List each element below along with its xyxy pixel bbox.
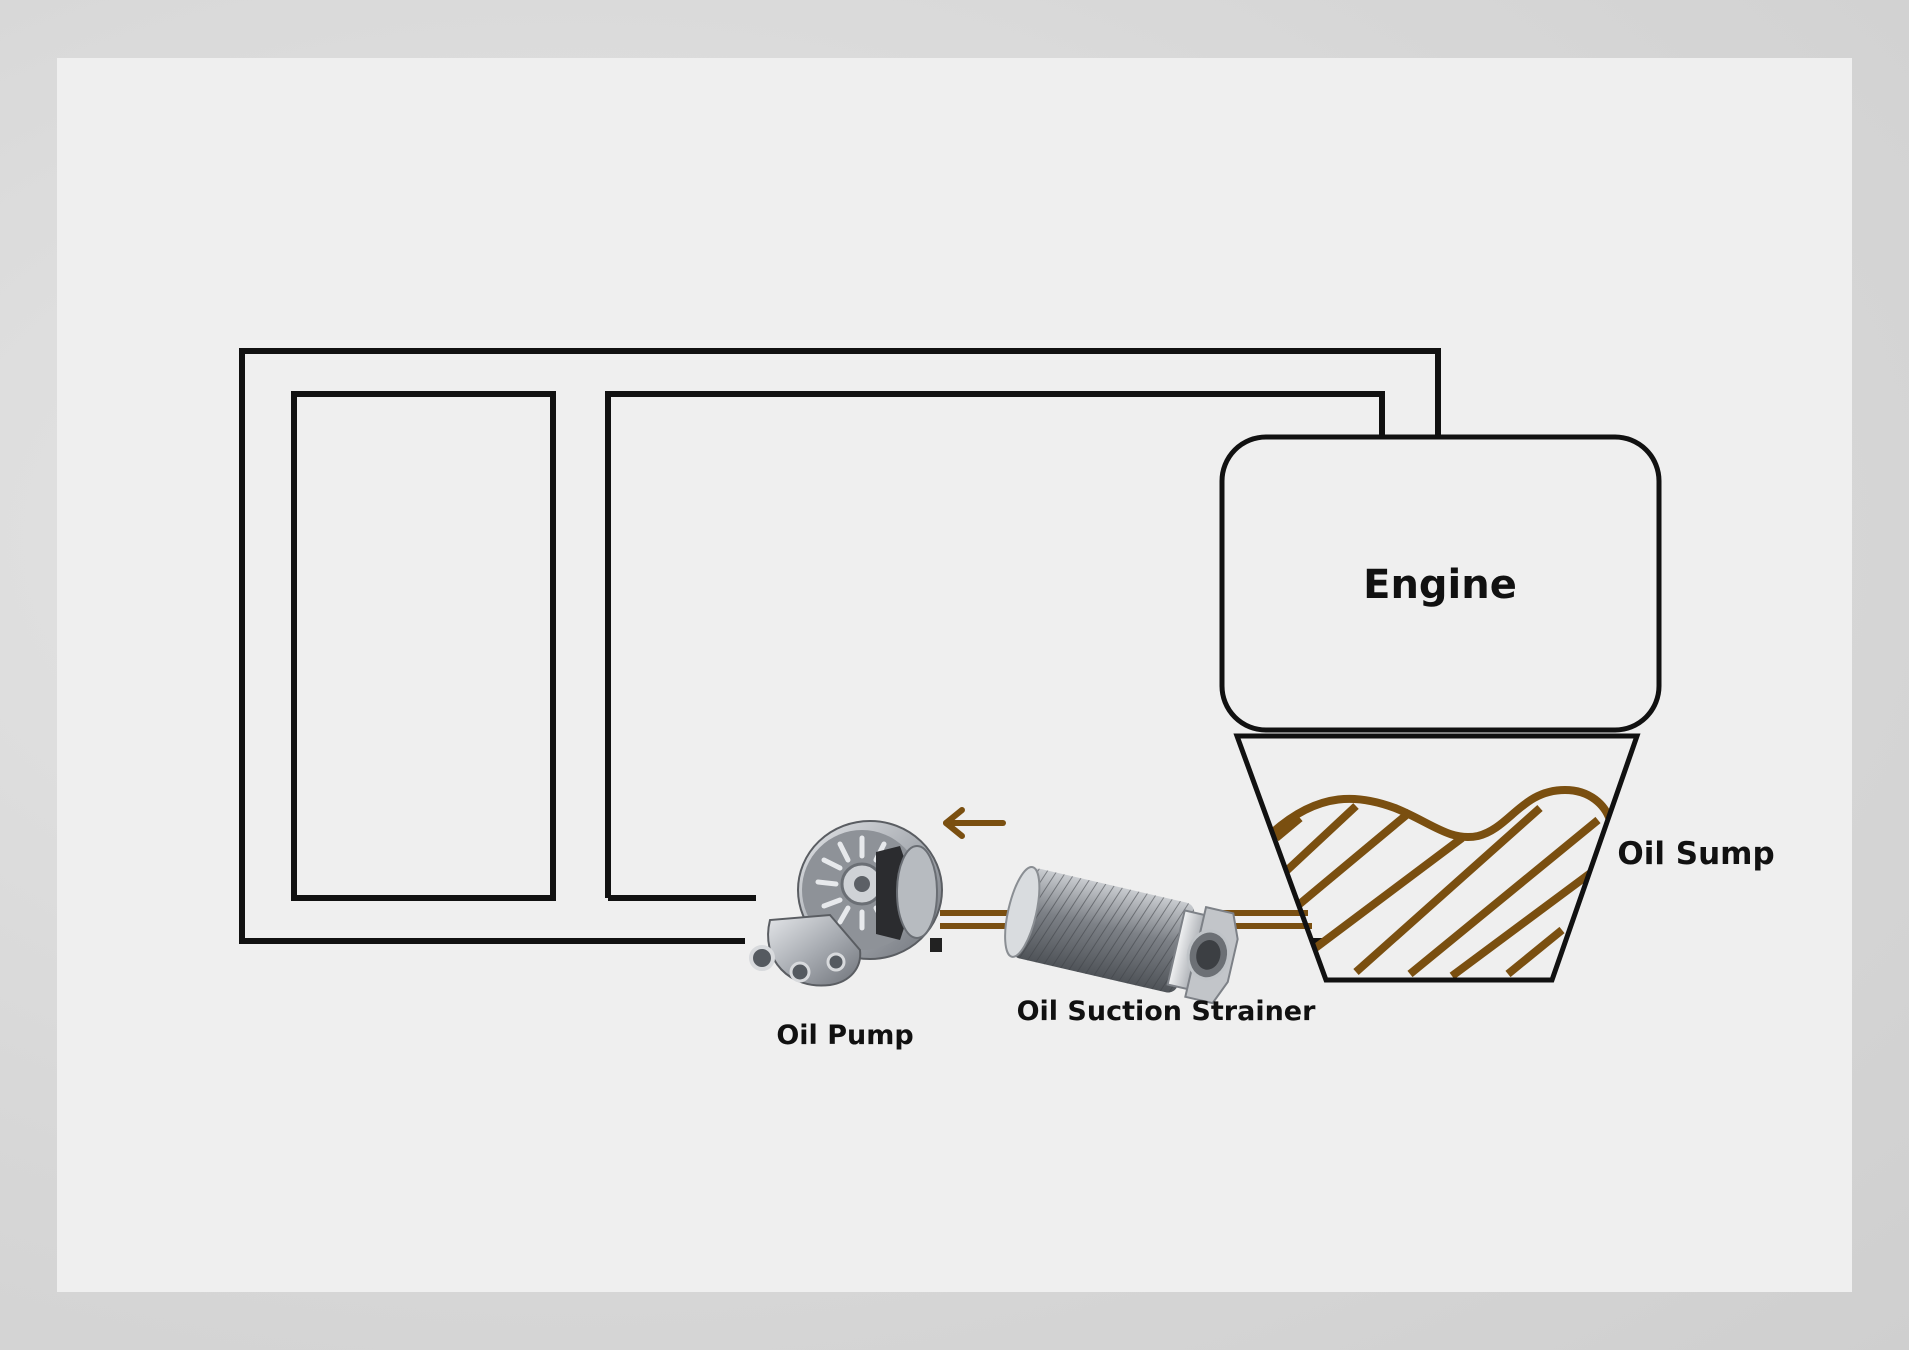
oil-sump: Oil Sump [1233,733,1775,983]
oil-surface-wave [1269,785,1614,842]
engine-label: Engine [1363,562,1517,608]
oil-pump-icon: Oil Pump [749,820,943,1051]
oil-pump-label: Oil Pump [776,1020,913,1051]
oil-sump-label: Oil Sump [1617,836,1774,872]
pipe-circuit [239,348,1441,944]
oil-hatching [1273,803,1601,980]
oil-suction-strainer-label: Oil Suction Strainer [1017,996,1317,1027]
outer-pipe [239,348,1441,944]
oil-suction-strainer-icon: Oil Suction Strainer [1004,865,1317,1027]
oil-sump-fill [1269,785,1614,980]
left-arrow-icon [943,807,1006,839]
engine-box [1219,434,1662,733]
left-chamber [291,391,556,901]
inner-loop [605,391,1385,898]
oil-sump-outline [1233,733,1641,983]
engine: Engine [1219,434,1662,733]
